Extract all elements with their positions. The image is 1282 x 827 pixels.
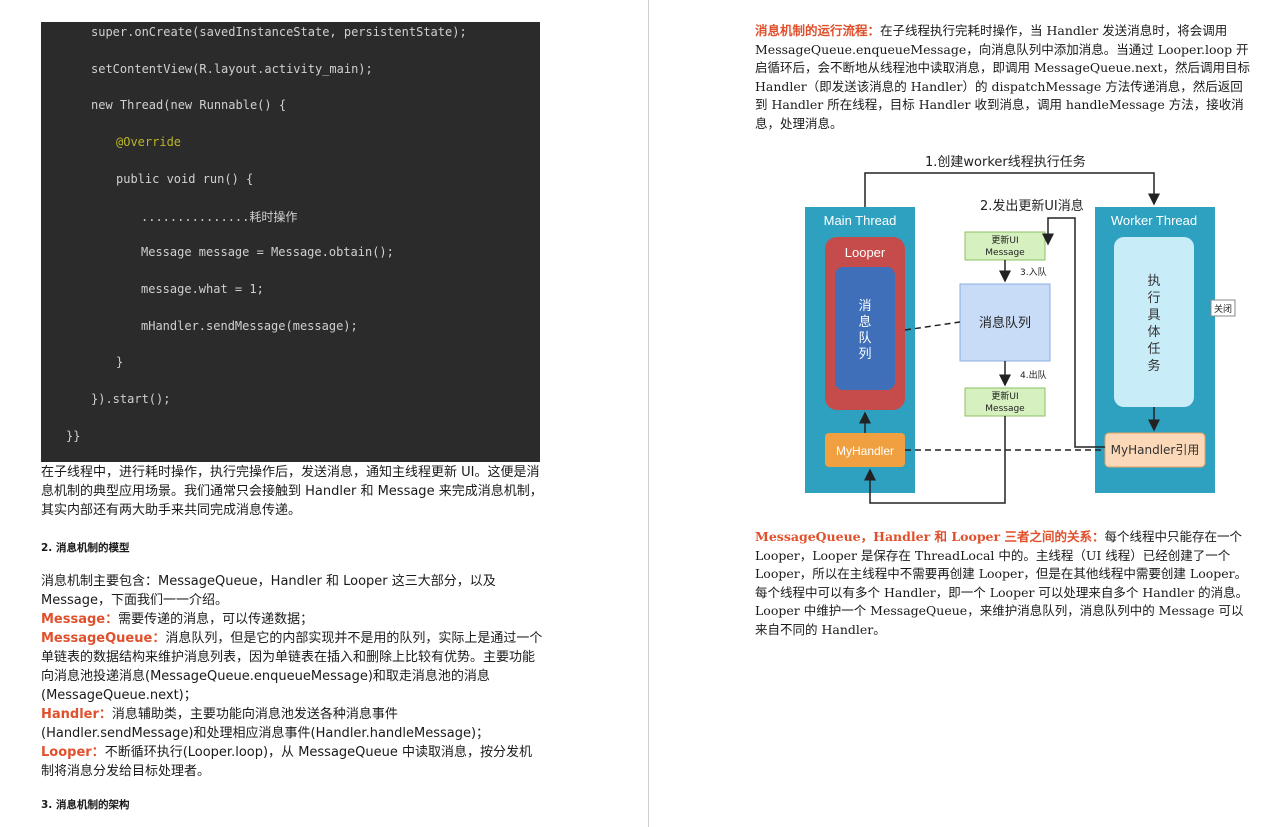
code-line: ...............耗时操作 (141, 210, 298, 224)
list-item: Looper：不断循环执行(Looper.loop)，从 MessageQueu… (41, 743, 543, 781)
code-line: } (116, 355, 124, 369)
code-line: }).start(); (91, 392, 171, 406)
update-msg-bottom-line: Message (985, 404, 1025, 414)
code-line: }} (66, 429, 81, 443)
update-msg-bottom-line: 更新UI (991, 390, 1018, 402)
task-char: 任 (1147, 342, 1160, 357)
code-line: message.what = 1; (141, 282, 264, 296)
dequeue-label: 4.出队 (1020, 369, 1047, 381)
model-intro: 消息机制主要包含：MessageQueue，Handler 和 Looper 这… (41, 574, 496, 608)
myhandler-ref-box (1104, 432, 1206, 468)
item-label: MessageQueue： (41, 631, 166, 646)
code-line: super.onCreate(savedInstanceState, persi… (91, 25, 467, 39)
queue-label: 消息队列 (979, 315, 1031, 331)
arrow-step1 (864, 172, 1160, 207)
arrow-to-handler (864, 416, 1006, 504)
worker-thread-label: Worker Thread (1111, 213, 1197, 228)
relation-text: 每个线程中只能存在一个 Looper，Looper 是保存在 ThreadLoc… (755, 529, 1249, 637)
message-flow-diagram: Main Thread Looper 消 息 队 列 MyHandler Wor… (805, 154, 1236, 504)
item-text: 不断循环执行(Looper.loop)，从 MessageQueue 中读取消息… (41, 745, 533, 779)
item-text: 消息辅助类，主要功能向消息池发送各种消息事件(Handler.sendMessa… (41, 707, 490, 741)
code-line: mHandler.sendMessage(message); (141, 319, 358, 333)
step2-label: 2.发出更新UI消息 (980, 198, 1084, 214)
component-list: Message：需要传递的消息，可以传递数据； MessageQueue：消息队… (41, 610, 543, 781)
item-label: Message： (41, 612, 119, 627)
relation-paragraph: MessageQueue，Handler 和 Looper 三者之间的关系：每个… (755, 528, 1255, 640)
code-block: super.onCreate(savedInstanceState, persi… (41, 22, 540, 462)
item-label: Handler： (41, 707, 112, 722)
code-line: public void run() { (116, 172, 254, 186)
flow-paragraph: 消息机制的运行流程：在子线程执行完耗时操作，当 Handler 发送消息时，将会… (755, 22, 1255, 134)
list-item: MessageQueue：消息队列，但是它的内部实现并不是用的队列，实际上是通过… (41, 629, 543, 705)
task-char: 执 (1147, 274, 1160, 289)
code-line: Message message = Message.obtain(); (141, 245, 394, 259)
relation-label: MessageQueue，Handler 和 Looper 三者之间的关系： (755, 529, 1105, 544)
item-text: 需要传递的消息，可以传递数据； (118, 612, 314, 627)
flow-label: 消息机制的运行流程： (755, 23, 881, 38)
intro-paragraph: 在子线程中，进行耗时操作，执行完操作后，发送消息，通知主线程更新 UI。这便是消… (41, 465, 543, 518)
myhandler-ref-label: MyHandler引用 (1111, 443, 1200, 457)
code-line: new Thread(new Runnable() { (91, 98, 287, 112)
looper-queue-char: 息 (858, 314, 871, 330)
main-thread-label: Main Thread (824, 213, 897, 228)
update-msg-top-line: 更新UI (991, 234, 1018, 246)
update-msg-top-line: Message (985, 248, 1025, 258)
looper-queue-char: 消 (858, 299, 871, 314)
myhandler-label: MyHandler (836, 444, 894, 458)
page-divider (648, 0, 649, 827)
flow-text: 在子线程执行完耗时操作，当 Handler 发送消息时，将会调用 Message… (755, 23, 1250, 131)
looper-queue-box (835, 267, 895, 390)
looper-label: Looper (845, 245, 886, 260)
task-char: 体 (1147, 325, 1160, 340)
list-item: Handler：消息辅助类，主要功能向消息池发送各种消息事件(Handler.s… (41, 705, 543, 743)
code-line: @Override (116, 135, 182, 149)
section-heading-2: 2. 消息机制的模型 (41, 542, 130, 554)
update-msg-top-box (964, 231, 1046, 261)
step1-label: 1.创建worker线程执行任务 (925, 154, 1086, 170)
task-char: 务 (1147, 358, 1160, 374)
looper-queue-char: 列 (858, 347, 871, 362)
code-line: setContentView(R.layout.activity_main); (91, 62, 373, 76)
task-char: 具 (1147, 308, 1160, 323)
looper-queue-char: 队 (858, 331, 871, 346)
arrow-step2 (1042, 217, 1105, 448)
list-item: Message：需要传递的消息，可以传递数据； (41, 610, 543, 629)
myhandler-box (825, 433, 905, 467)
item-text: 消息队列，但是它的内部实现并不是用的队列，实际上是通过一个单链表的数据结构来维护… (41, 631, 543, 703)
task-char: 行 (1147, 291, 1160, 306)
enqueue-label: 3.入队 (1020, 266, 1047, 278)
close-button[interactable] (1210, 299, 1236, 317)
task-box (1114, 237, 1194, 407)
queue-box (959, 283, 1051, 362)
close-button-label: 关闭 (1214, 303, 1232, 315)
update-msg-bottom-box (964, 387, 1046, 417)
section-heading-3: 3. 消息机制的架构 (41, 799, 130, 811)
item-label: Looper： (41, 745, 105, 760)
